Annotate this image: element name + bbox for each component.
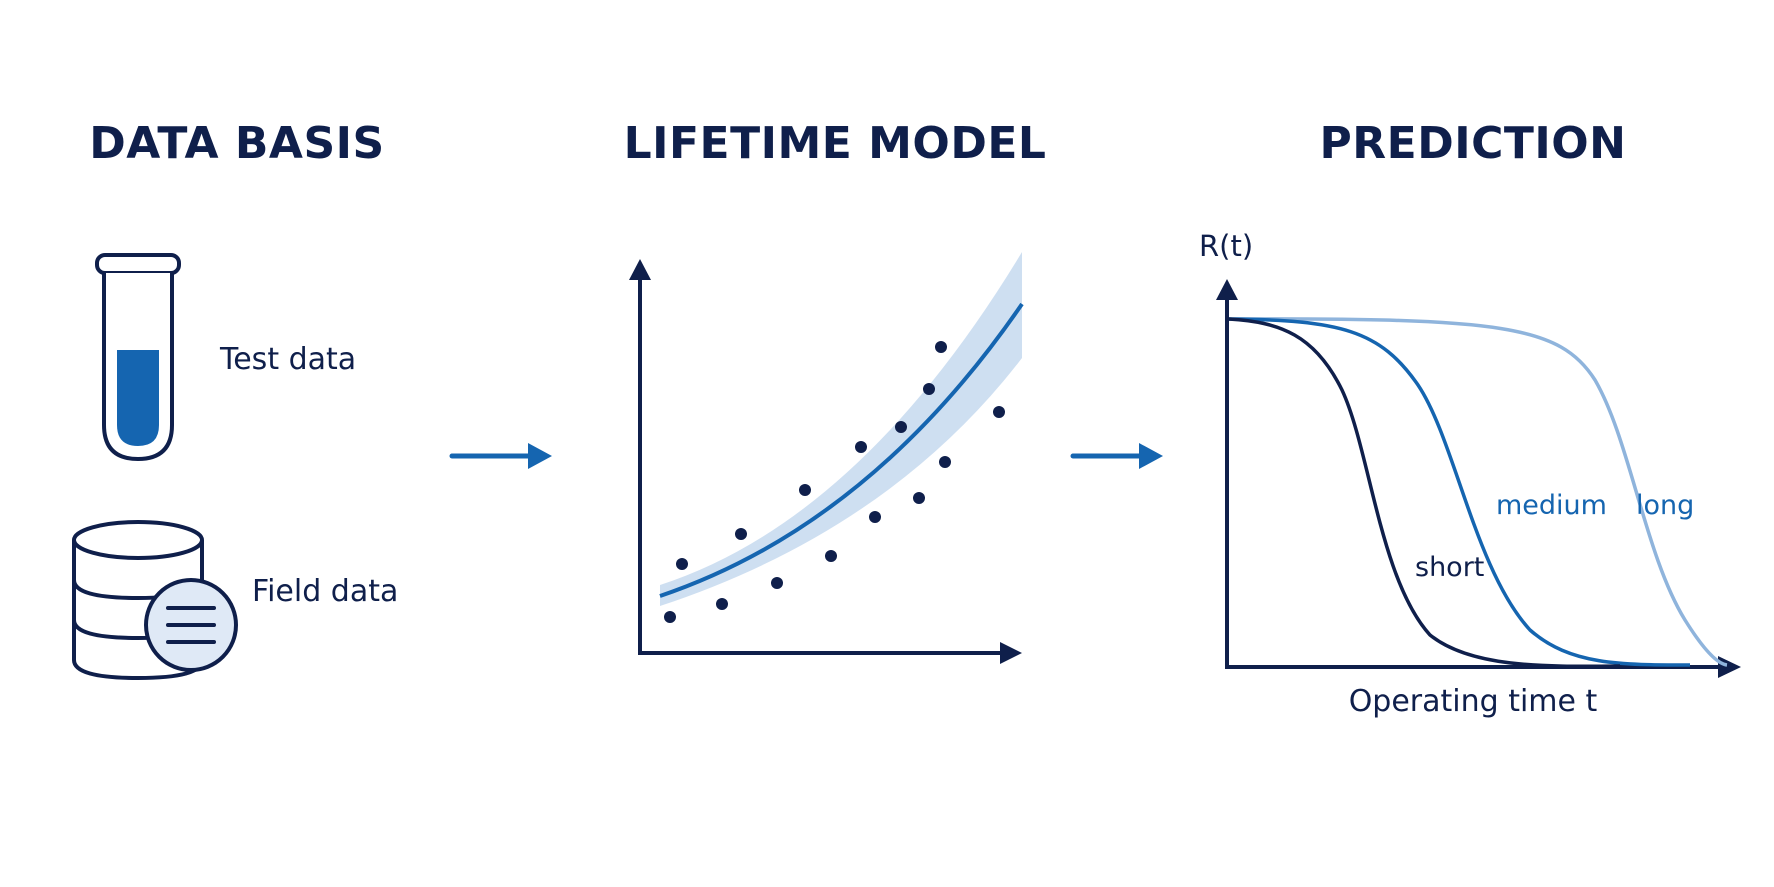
data-point xyxy=(676,558,688,570)
data-point xyxy=(664,611,676,623)
heading-data-basis: DATA BASIS xyxy=(89,118,385,169)
model-y-axis-arrow xyxy=(629,259,651,280)
data-point xyxy=(895,421,907,433)
heading-lifetime-model: LIFETIME MODEL xyxy=(623,118,1047,169)
data-point xyxy=(923,383,935,395)
data-point xyxy=(935,341,947,353)
data-point xyxy=(771,577,783,589)
test-tube-icon xyxy=(95,253,181,462)
data-point xyxy=(913,492,925,504)
data-point xyxy=(939,456,951,468)
data-point xyxy=(993,406,1005,418)
data-point xyxy=(735,528,747,540)
prediction-chart: R(t) Operating time t short medium long xyxy=(1199,229,1741,719)
fitted-curve xyxy=(659,302,1024,598)
flow-arrow-1 xyxy=(449,443,552,469)
data-point xyxy=(716,598,728,610)
test-data-label: Test data xyxy=(220,342,357,377)
confidence-band xyxy=(660,252,1022,606)
curve-short xyxy=(1228,317,1621,669)
y-axis-label: R(t) xyxy=(1199,229,1253,263)
heading-prediction: PREDICTION xyxy=(1319,118,1627,169)
curve-label-medium: medium xyxy=(1496,490,1607,521)
data-point xyxy=(855,441,867,453)
data-point xyxy=(869,511,881,523)
data-points xyxy=(664,341,1005,623)
curve-long xyxy=(1228,317,1728,667)
flow-arrow-2 xyxy=(1070,443,1163,469)
data-point xyxy=(799,484,811,496)
prediction-x-axis-arrow xyxy=(1718,656,1741,678)
prediction-y-axis-arrow xyxy=(1216,279,1238,300)
curve-medium xyxy=(1228,317,1691,667)
data-point xyxy=(825,550,837,562)
lifetime-model-chart xyxy=(629,252,1024,664)
field-data-label: Field data xyxy=(252,574,399,609)
x-axis-label: Operating time t xyxy=(1349,684,1598,719)
curve-label-long: long xyxy=(1636,490,1694,521)
curve-label-short: short xyxy=(1415,552,1484,583)
document-badge-icon xyxy=(144,578,238,672)
model-x-axis-arrow xyxy=(1000,642,1022,664)
